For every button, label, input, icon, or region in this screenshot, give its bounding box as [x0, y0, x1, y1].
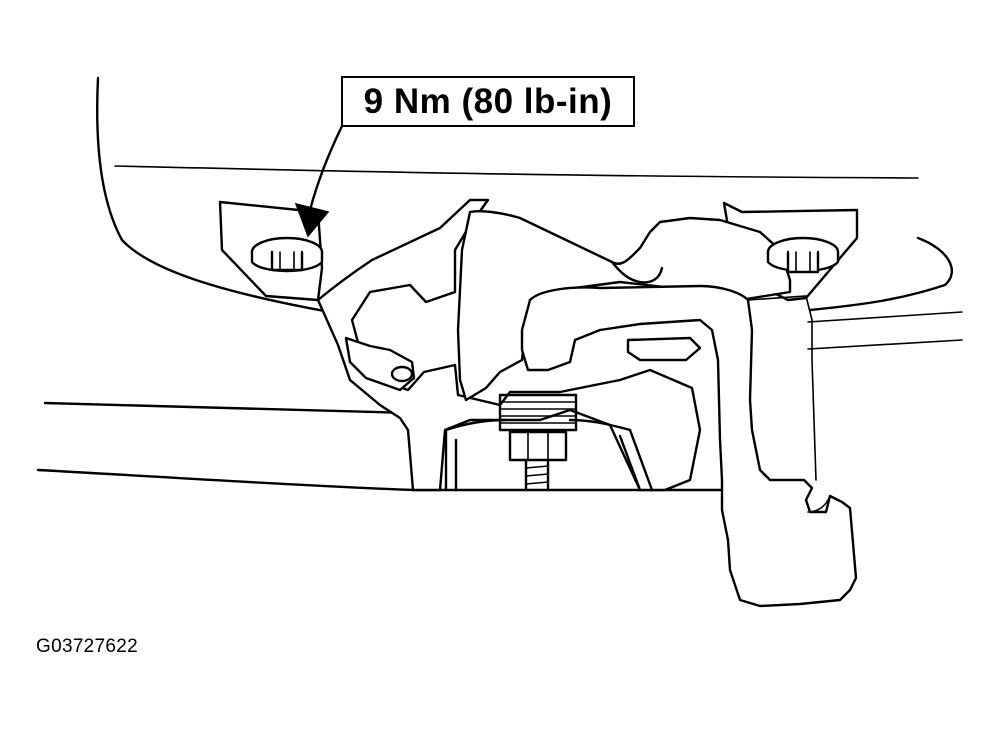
- left-hood-latch-bolt: [250, 236, 324, 273]
- adjuster-nut: [508, 430, 568, 462]
- torque-spec-text: 9 Nm (80 lb-in): [363, 81, 613, 121]
- right-support-line-top: [807, 311, 963, 323]
- right-hood-latch-bolt: [766, 236, 840, 274]
- callout-leader-line: [308, 118, 347, 212]
- latch-pin-tab: [626, 336, 702, 362]
- adjuster-screw-shaft: [524, 458, 550, 492]
- callout-arrowhead: [294, 202, 330, 238]
- latch-main-body: [456, 210, 792, 402]
- adjuster-screw-threads: [498, 393, 578, 432]
- tab-hole: [390, 365, 414, 383]
- right-fender-curve: [808, 236, 953, 312]
- panel-lower-edge-line: [114, 165, 919, 179]
- lever-inner-edge: [747, 295, 817, 481]
- latch-lever-arm: [520, 284, 858, 608]
- left-slotted-tab: [344, 336, 416, 392]
- torque-spec-callout: 9 Nm (80 lb-in): [341, 76, 635, 127]
- latch-notch: [610, 260, 664, 284]
- crossmember-lower-line: [36, 468, 415, 492]
- crossmember-upper-line: [43, 401, 412, 415]
- striker-housing: [444, 428, 654, 492]
- lever-hook-edge: [807, 495, 831, 513]
- latch-base-plate: [316, 198, 702, 492]
- figure-id-label: G03727622: [36, 636, 139, 657]
- right-support-line-bottom: [807, 339, 963, 350]
- radiator-support-panel: [96, 76, 332, 314]
